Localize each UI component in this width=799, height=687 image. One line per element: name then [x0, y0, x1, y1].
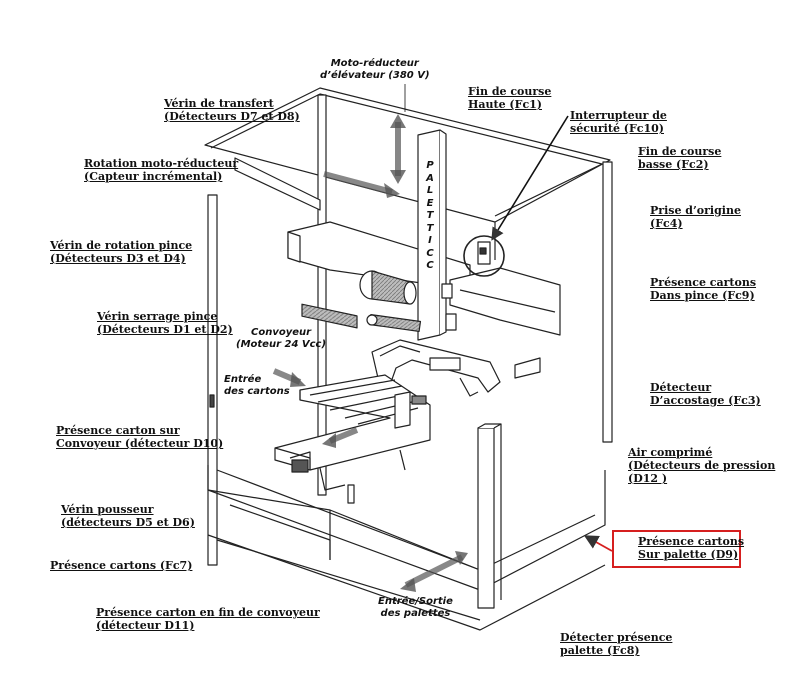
pointer-security [491, 115, 569, 241]
lower-right-post [477, 423, 502, 609]
moto-reducteur-label: Moto-réducteur d’élévateur (380 V) [320, 58, 430, 81]
highlight-box [612, 530, 741, 568]
label-detecteur-accostage: Détecteur D’accostage (Fc3) [650, 381, 761, 407]
label-presence-palette: Présence cartons Sur palette (D9) [638, 535, 745, 561]
label-presence-fin-convoyeur: Présence carton en fin de convoyeur (dét… [96, 606, 320, 632]
label-interrupteur-securite: Interrupteur de sécurité (Fc10) [570, 109, 667, 135]
pointer-highlight [583, 535, 613, 552]
label-fin-course-haute: Fin de course Haute (Fc1) [468, 85, 552, 111]
security-switch [463, 235, 505, 277]
label-air-comprime: Air comprimé (Détecteurs de pression (D1… [628, 446, 776, 485]
label-rotation-moto: Rotation moto-réducteur (Capteur incréme… [84, 157, 239, 183]
label-verin-serrage: Vérin serrage pince (Détecteurs D1 et D2… [97, 310, 233, 336]
label-presence-pince: Présence cartons Dans pince (Fc9) [650, 276, 757, 302]
entree-cartons-label: Entrée des cartons [224, 374, 290, 397]
label-detecter-palette: Détecter présence palette (Fc8) [560, 631, 673, 657]
label-presence-fc7: Présence cartons (Fc7) [50, 559, 193, 572]
gripper-cylinder [366, 313, 422, 333]
label-verin-pousseur: Vérin pousseur (détecteurs D5 et D6) [61, 503, 195, 529]
motor [359, 270, 417, 305]
pallet-arrow [404, 554, 464, 588]
label-verin-transfert: Vérin de transfert (Détecteurs D7 et D8) [164, 97, 300, 123]
convoyeur-label: Convoyeur (Moteur 24 Vcc) [236, 327, 327, 350]
rotation-arrow [323, 171, 393, 195]
label-prise-origine: Prise d’origine (Fc4) [650, 204, 741, 230]
frame-top [204, 87, 611, 223]
label-presence-convoyeur: Présence carton sur Convoyeur (détecteur… [56, 424, 224, 450]
conveyor [209, 374, 431, 504]
frame-uprights [207, 94, 613, 566]
left-rail [234, 157, 321, 211]
paletticc-text: P A L E T T I C C [426, 160, 434, 271]
label-fin-course-basse: Fin de course basse (Fc2) [638, 145, 722, 171]
entree-sortie-palettes-label: Entrée/Sortie des palettes [378, 596, 453, 619]
label-verin-rotation: Vérin de rotation pince (Détecteurs D3 e… [50, 239, 193, 265]
